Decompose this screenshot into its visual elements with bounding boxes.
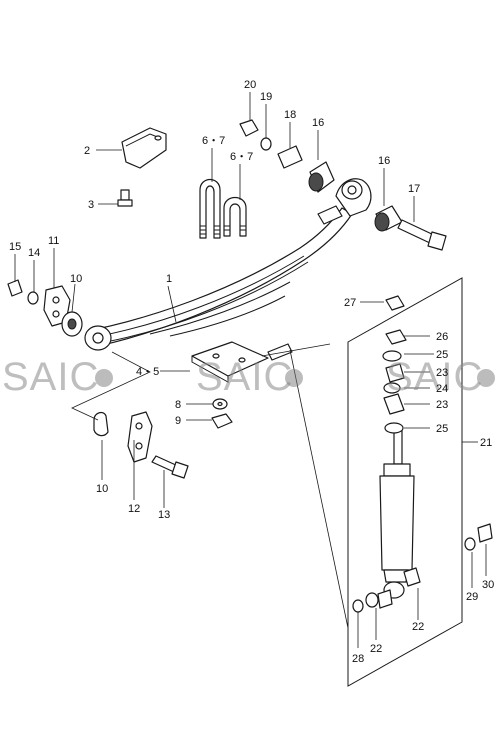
callout-18: 18 [284, 109, 296, 121]
callout-13: 13 [158, 509, 170, 521]
callout-4-5: 4・5 [136, 366, 159, 378]
shackle-bolt-17 [397, 219, 447, 251]
shackle-pin-18 [277, 145, 303, 169]
bolt-3 [117, 189, 133, 207]
shock-lower-hardware [352, 523, 493, 613]
svg-text:SAIC: SAIC [196, 355, 293, 399]
callout-16-upper: 16 [312, 117, 324, 129]
bushing-10-upper [61, 311, 83, 337]
callout-labels: 1 2 3 4・5 6・7 6・7 8 9 10 10 11 12 13 14 … [9, 79, 494, 665]
shock-upper-hardware [382, 295, 407, 434]
lower-plate-12 [127, 411, 153, 463]
callout-24: 24 [436, 383, 448, 395]
spring-seat-plate [191, 341, 293, 383]
washer-19 [260, 137, 272, 151]
leader-lines [14, 92, 487, 648]
callout-29: 29 [466, 591, 478, 603]
callout-6-7-right: 6・7 [230, 151, 253, 163]
callout-23-upper: 23 [436, 367, 448, 379]
nut-15 [7, 279, 23, 297]
front-hanger-bracket [43, 285, 71, 327]
u-bolt-right [223, 196, 247, 237]
callout-30: 30 [482, 579, 494, 591]
watermark-saic-center: SAIC [196, 355, 303, 399]
callout-20: 20 [244, 79, 256, 91]
callout-10-upper: 10 [70, 273, 82, 285]
callout-10-lower: 10 [96, 483, 108, 495]
bump-stop-bracket [121, 127, 167, 169]
nut-20 [239, 119, 259, 137]
washer-8 [212, 398, 228, 410]
watermark-saic-left: SAIC [2, 355, 113, 399]
callout-11: 11 [48, 235, 59, 247]
callout-25-upper: 25 [436, 349, 448, 361]
callout-8: 8 [175, 399, 181, 411]
callout-28: 28 [352, 653, 364, 665]
bushing-10-lower [93, 411, 109, 437]
washer-14 [27, 291, 39, 305]
callout-14: 14 [28, 247, 40, 259]
callout-1: 1 [166, 273, 172, 285]
callout-9: 9 [175, 415, 181, 427]
callout-3: 3 [88, 199, 94, 211]
callout-21: 21 [480, 437, 492, 449]
bolt-13 [151, 455, 189, 479]
nut-9 [211, 413, 233, 429]
watermark-saic-right: SAIC [386, 355, 495, 399]
callout-6-7-left: 6・7 [202, 135, 225, 147]
svg-text:SAIC: SAIC [386, 355, 483, 399]
u-bolt-left [199, 178, 221, 239]
callout-22-right: 22 [412, 621, 424, 633]
callout-23-lower: 23 [436, 399, 448, 411]
shock-absorber-box [347, 277, 463, 687]
callout-22-left: 22 [370, 643, 382, 655]
callout-26: 26 [436, 331, 448, 343]
callout-19: 19 [260, 91, 272, 103]
svg-text:SAIC: SAIC [2, 355, 99, 399]
callout-2: 2 [84, 145, 90, 157]
shock-absorber [379, 429, 415, 599]
callout-12: 12 [128, 503, 140, 515]
leaf-spring [84, 178, 372, 351]
callout-27: 27 [344, 297, 356, 309]
callout-25-lower: 25 [436, 423, 448, 435]
shackle-bushing-upper [308, 161, 335, 193]
callout-17: 17 [408, 183, 420, 195]
callout-15: 15 [9, 241, 21, 253]
callout-16-lower: 16 [378, 155, 390, 167]
